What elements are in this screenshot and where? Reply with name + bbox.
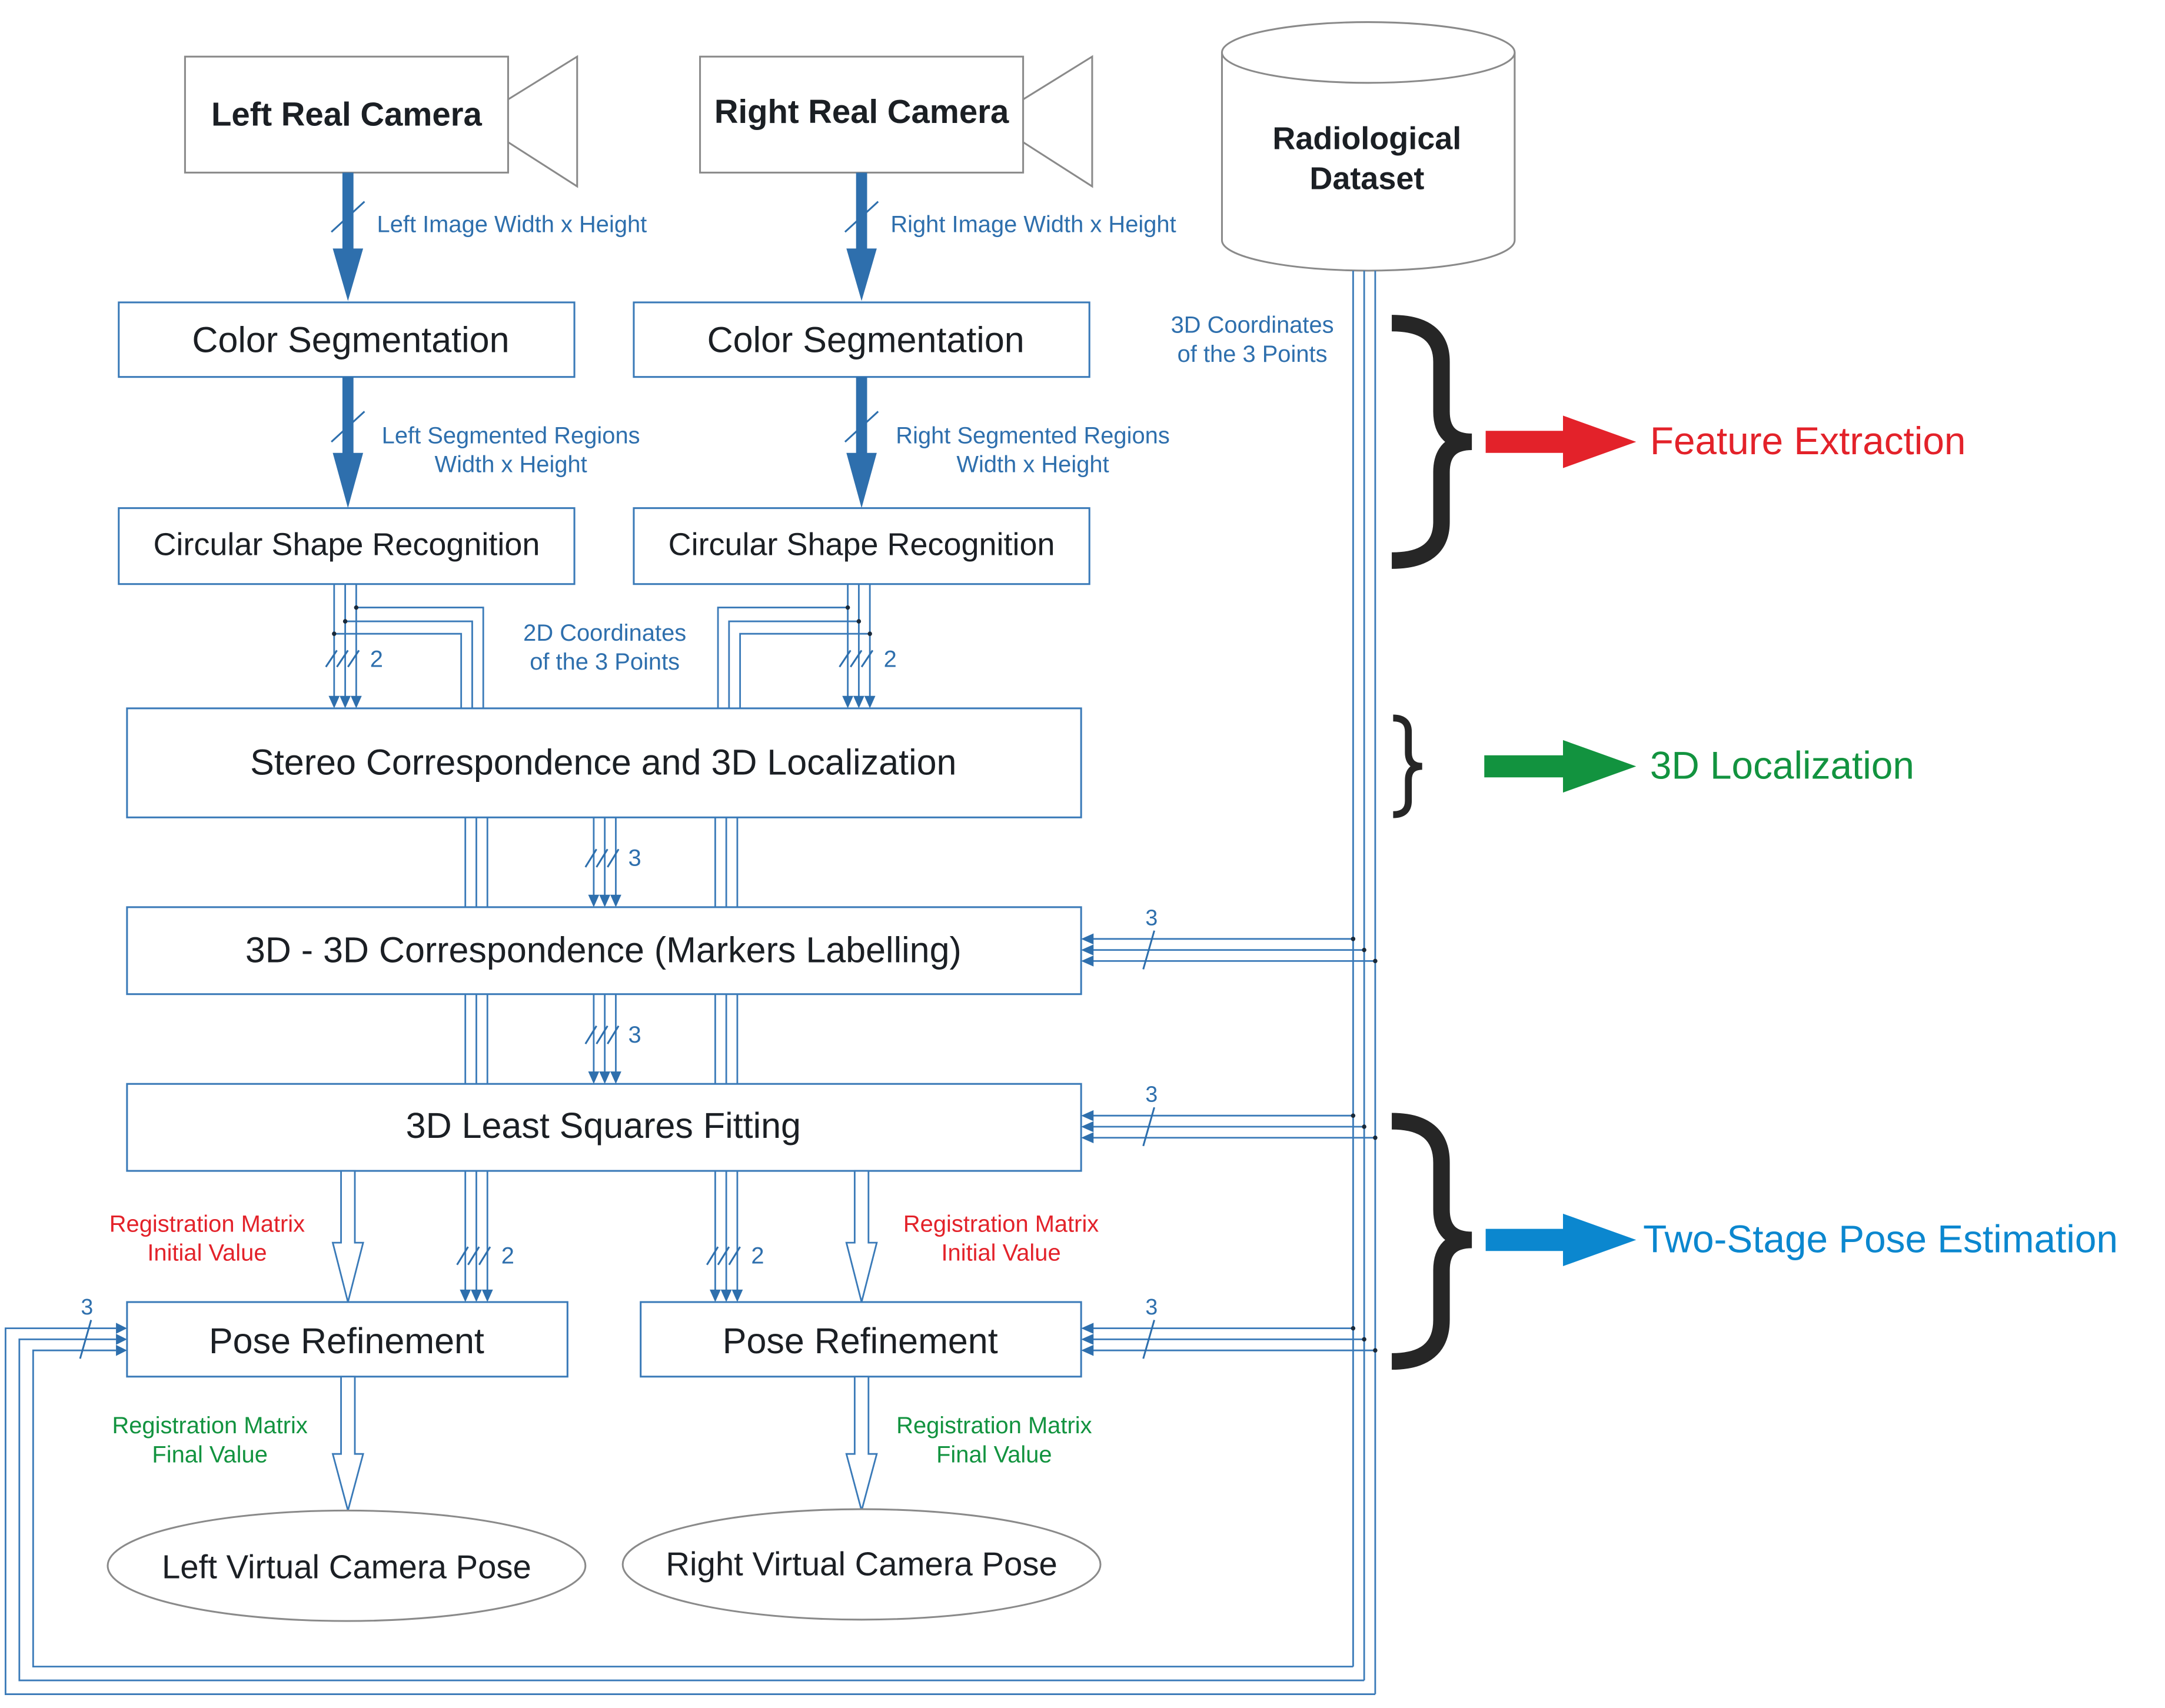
left-2d-bus-width: 2 [370,647,383,672]
corr-bus-width: 3 [628,1022,641,1048]
color-seg-left-label: Color Segmentation [192,319,509,359]
left-image-label: Left Image Width x Height [377,211,647,237]
feature-extraction-label: Feature Extraction [1650,419,1966,462]
left-seg-label-line1: Left Segmented Regions [382,422,640,448]
coords2d-label-line2: of the 3 Points [530,649,680,675]
left-camera-label: Left Real Camera [211,96,483,133]
lsq-label: 3D Least Squares Fitting [406,1106,801,1146]
stereo-label: Stereo Correspondence and 3D Localizatio… [250,743,956,783]
dataset-label-line1: Radiological [1272,121,1461,156]
feature-extraction-brace-icon [1391,315,1472,569]
right-seg-label-line1: Right Segmented Regions [896,422,1169,448]
localization-arrow-icon [1484,740,1637,793]
left-camera-body [184,55,509,174]
lsq-dataset-bus-width: 3 [1145,1082,1158,1107]
localization-brace-icon [1393,714,1423,818]
right-final-arrow [845,1376,878,1514]
left-reg-final-line2: Final Value [152,1441,268,1467]
circ-right-label: Circular Shape Recognition [669,527,1055,562]
left-2d-bus [325,584,484,708]
right-reg-final-line1: Registration Matrix [896,1413,1092,1439]
coords3d-label-line2: of the 3 Points [1178,341,1328,367]
corr3d-box: 3D - 3D Correspondence (Markers Labellin… [126,906,1082,995]
right-image-label: Right Image Width x Height [890,211,1176,237]
virt-left-label: Left Virtual Camera Pose [162,1548,531,1585]
left-segmented-arrow [331,377,365,508]
right-real-camera: Right Real Camera [699,55,1093,188]
localization-label: 3D Localization [1650,744,1914,787]
localization-stage: 3D Localization [1393,714,1914,818]
right-2d-bus [717,584,876,708]
pose-estimation-stage: Two-Stage Pose Estimation [1391,1113,2118,1370]
radiological-dataset: Radiological Dataset [1220,21,1516,272]
right-lsq-bus-width: 2 [751,1243,764,1268]
left-camera-lens-icon [507,55,578,188]
left-reg-initial-line1: Registration Matrix [109,1211,305,1237]
virt-right-label: Right Virtual Camera Pose [666,1546,1057,1583]
right-reg-final-line2: Final Value [936,1441,1052,1467]
feature-extraction-arrow-icon [1485,415,1637,468]
left-initial-arrow [331,1170,364,1303]
pose-right-dataset-bus-width: 3 [1145,1294,1158,1319]
dataset-cylinder-top [1220,21,1516,84]
coords2d-label-line1: 2D Coordinates [523,620,686,646]
pose-estimation-label: Two-Stage Pose Estimation [1643,1218,2118,1261]
coords3d-label-line1: 3D Coordinates [1171,312,1334,338]
left-seg-label-line2: Width x Height [434,452,587,478]
stereo-to-corr-bus [584,817,621,907]
left-image-arrow [331,172,365,301]
feature-extraction-stage: Feature Extraction [1391,315,1966,569]
right-initial-arrow [845,1170,878,1303]
left-real-camera: Left Real Camera [184,55,578,188]
pose-left-label: Pose Refinement [209,1321,484,1361]
right-camera-body [699,55,1025,174]
stereo-bus-width: 3 [628,845,641,871]
pose-estimation-arrow-icon [1485,1213,1637,1267]
right-camera-label: Right Real Camera [714,93,1009,130]
right-seg-label-line2: Width x Height [956,452,1109,478]
pose-right-label: Pose Refinement [723,1321,998,1361]
color-seg-right-label: Color Segmentation [707,319,1025,359]
corr-dataset-bus-width: 3 [1145,905,1158,930]
right-segmented-arrow [844,377,879,508]
left-lsq-pose-bus [456,1171,493,1303]
right-2d-bus-width: 2 [884,647,897,672]
right-camera-lens-icon [1022,55,1093,188]
pass-through-wires [464,817,739,1084]
dataset-cylinder-body [1220,52,1516,272]
left-reg-initial-line2: Initial Value [147,1240,267,1266]
dataset-3d-bus [4,270,1378,1695]
pose-refinement-right: Pose Refinement [640,1301,1082,1378]
least-squares-box: 3D Least Squares Fitting [126,1083,1082,1172]
pose-refinement-left: Pose Refinement [126,1301,568,1378]
left-lsq-bus-width: 2 [501,1243,514,1268]
corr-to-lsq-bus [584,994,621,1084]
left-reg-final-line1: Registration Matrix [112,1413,307,1439]
stereo-correspondence-box: Stereo Correspondence and 3D Localizatio… [126,707,1082,818]
circular-shape-recognition-left: Circular Shape Recognition [118,507,576,585]
right-image-arrow [844,172,879,301]
left-final-arrow [331,1376,364,1514]
color-segmentation-right: Color Segmentation [633,301,1090,378]
right-virtual-camera-pose: Right Virtual Camera Pose [621,1508,1102,1621]
right-lsq-pose-bus [706,1171,743,1303]
circular-shape-recognition-right: Circular Shape Recognition [633,507,1090,585]
color-segmentation-left: Color Segmentation [118,301,576,378]
right-reg-initial-line1: Registration Matrix [903,1211,1099,1237]
dataset-label-line2: Dataset [1309,161,1424,197]
pose-estimation-brace-icon [1391,1113,1472,1370]
pose-left-dataset-bus-width: 3 [81,1294,93,1319]
circ-left-label: Circular Shape Recognition [153,527,540,562]
left-virtual-camera-pose: Left Virtual Camera Pose [107,1509,587,1622]
right-reg-initial-line2: Initial Value [941,1240,1060,1266]
corr3d-label: 3D - 3D Correspondence (Markers Labellin… [245,930,962,970]
